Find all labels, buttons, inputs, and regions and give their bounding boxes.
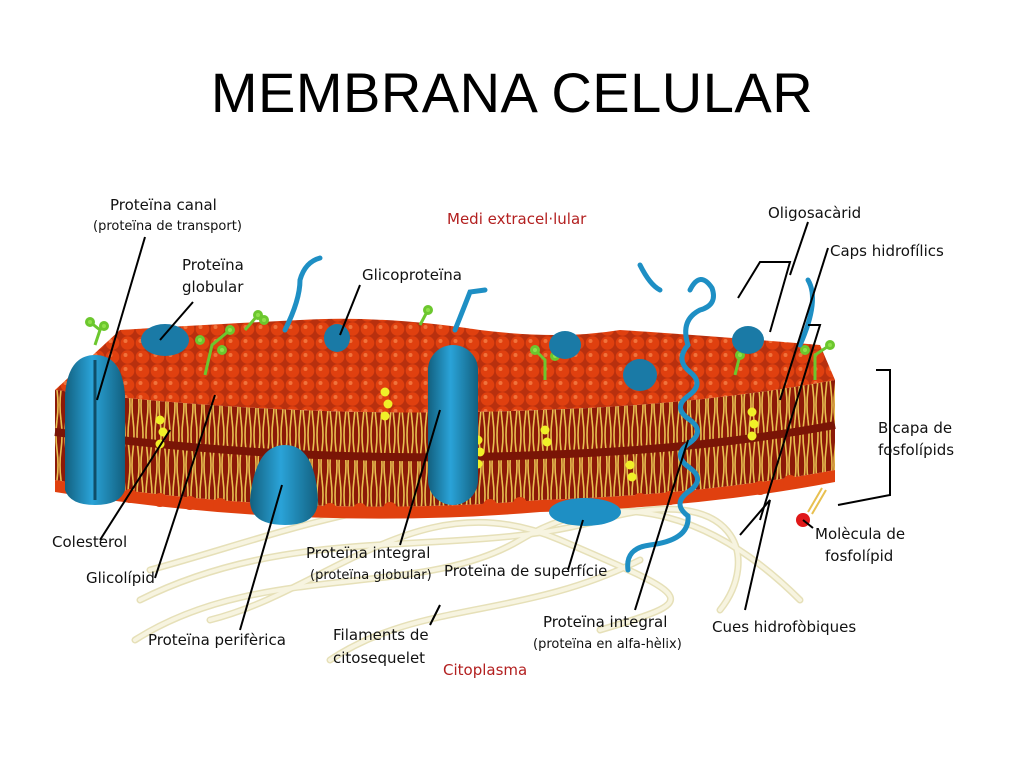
label-molecula-2: fosfolípid — [825, 547, 893, 565]
label-glicoproteina: Glicoproteïna — [362, 266, 462, 284]
label-cues: Cues hidrofòbiques — [712, 618, 856, 636]
peripheral-protein — [250, 445, 318, 525]
globular-protein — [141, 324, 189, 356]
channel-protein — [65, 355, 125, 505]
label-medi-extracel: Medi extracel·lular — [447, 210, 587, 228]
integral-protein-globular — [428, 345, 478, 505]
label-proteina-canal: Proteïna canal — [110, 196, 217, 214]
cholesterol-molecules — [155, 387, 759, 482]
label-proteina-integral-2: Proteïna integral — [543, 613, 667, 631]
label-molecula-1: Molècula de — [815, 525, 905, 543]
label-proteina-globular-2: globular — [182, 278, 244, 296]
label-proteina-superficie: Proteïna de superfície — [444, 562, 607, 580]
glycoprotein — [324, 324, 350, 352]
label-proteina-canal-sub: (proteïna de transport) — [93, 219, 242, 234]
label-proteina-integral-1-sub: (proteïna globular) — [310, 568, 432, 583]
label-proteina-integral-2-sub: (proteïna en alfa-hèlix) — [533, 637, 682, 652]
label-proteina-globular-1: Proteïna — [182, 256, 244, 274]
surface-protein — [549, 498, 621, 526]
slide-title: MEMBRANA CELULAR — [210, 61, 814, 124]
label-bicapa-2: fosfolípids — [878, 441, 954, 459]
label-glicolipid: Glicolípid — [86, 569, 155, 587]
label-filaments-1: Filaments de — [333, 626, 429, 644]
label-citoplasma: Citoplasma — [443, 661, 527, 679]
surface-protein-top — [549, 326, 764, 391]
label-proteina-integral-1: Proteïna integral — [306, 544, 430, 562]
alpha-helix-protein — [625, 277, 716, 573]
phospholipid-molecule — [796, 487, 827, 527]
label-proteina-periferica: Proteïna perifèrica — [148, 631, 286, 649]
label-oligosacarid: Oligosacàrid — [768, 204, 861, 222]
label-filaments-2: citosequelet — [333, 649, 425, 667]
label-bicapa-1: Bicapa de — [878, 419, 952, 437]
label-caps-hidrofilics: Caps hidrofílics — [830, 242, 944, 260]
label-colesterol: Colesterol — [52, 533, 127, 551]
leader-lines — [96, 221, 891, 631]
glycoprotein-chains — [282, 255, 815, 348]
